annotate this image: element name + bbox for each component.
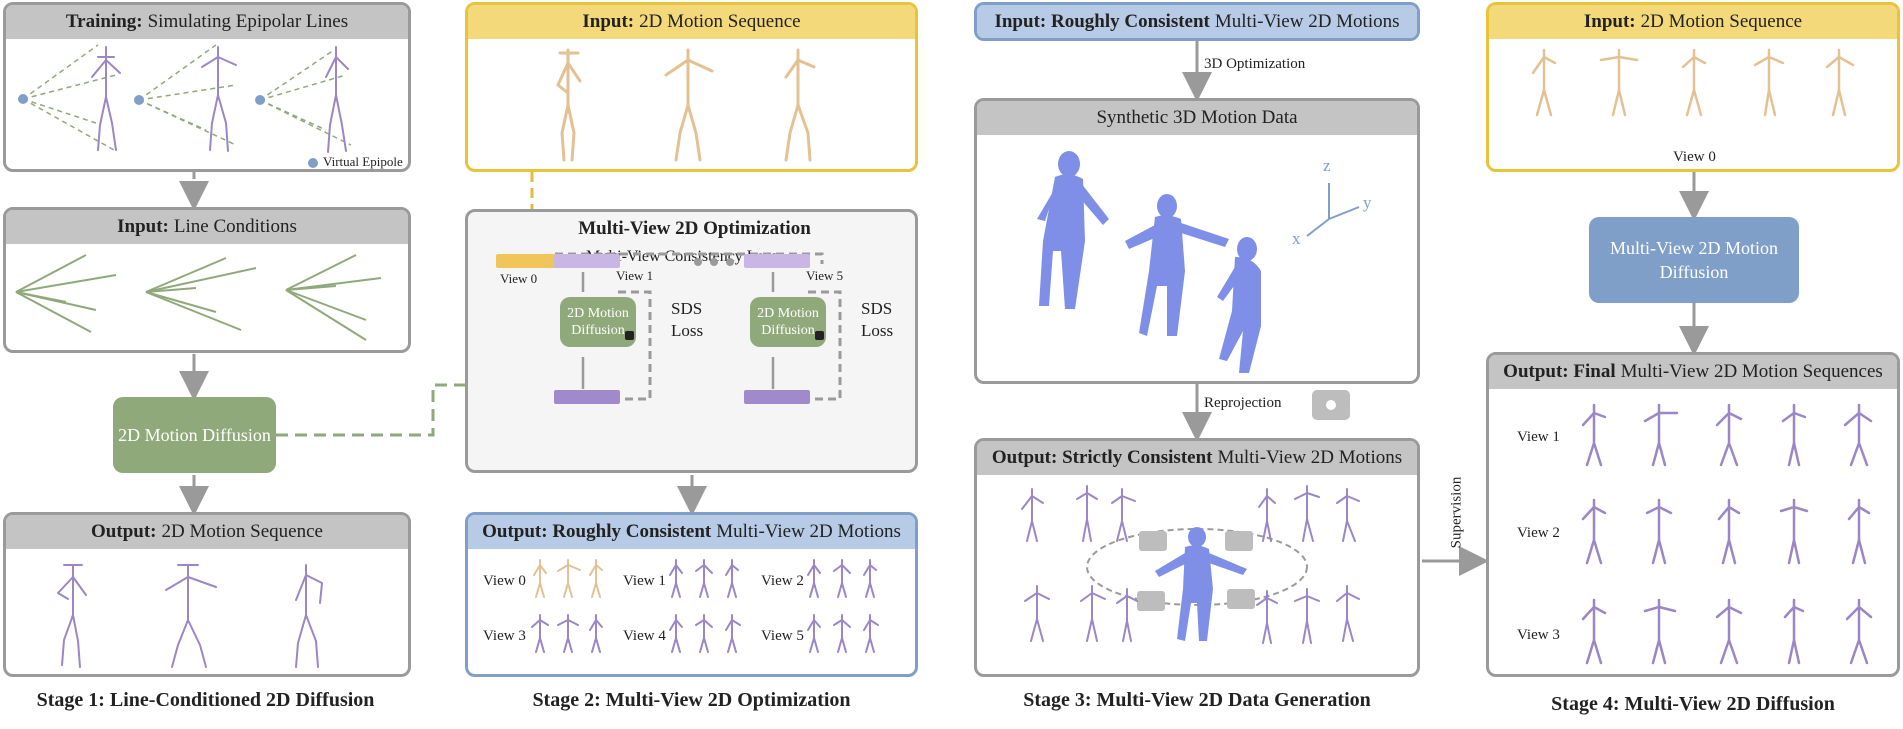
training-header: Training:Simulating Epipolar Lines: [6, 5, 408, 39]
view1-bar: [554, 254, 620, 268]
stage3-caption: Stage 3: Multi-View 2D Data Generation: [1023, 689, 1371, 711]
stage2-input-header-text: 2D Motion Sequence: [639, 11, 801, 32]
stage4-view3-label: View 3: [1517, 627, 1560, 643]
view5-output-bar: [744, 390, 810, 404]
stage3-output-illustration: [1021, 485, 1360, 644]
view1-output-bar: [554, 390, 620, 404]
view0-label: View 0: [500, 271, 538, 286]
stage2-view3-label: View 3: [483, 628, 526, 644]
reprojection-label: Reprojection: [1204, 395, 1282, 411]
view1-label: View 1: [616, 268, 654, 283]
sds-loss-label-1: SDS Loss: [671, 299, 704, 340]
stage1-output-panel: Output:2D Motion Sequence: [3, 512, 411, 677]
lock-icon: [815, 331, 824, 340]
axis-y-label: y: [1363, 193, 1372, 212]
stage2-input-panel: Input:2D Motion Sequence: [465, 2, 918, 172]
stage4-input-header: Input:2D Motion Sequence: [1489, 5, 1897, 39]
stage4-input-header-bold: Input:: [1583, 11, 1636, 32]
stage3-input-header-bold: Input: Roughly Consistent: [994, 10, 1210, 32]
view0-bar: [496, 254, 564, 268]
stage2-caption: Stage 2: Multi-View 2D Optimization: [532, 689, 851, 711]
training-header-text: Simulating Epipolar Lines: [147, 11, 349, 32]
stage2-view1-label: View 1: [623, 573, 666, 589]
axis-z-label: z: [1323, 156, 1331, 175]
stage2-view0-label: View 0: [483, 573, 526, 589]
stage4-caption: Stage 4: Multi-View 2D Diffusion: [1551, 693, 1835, 715]
virtual-epipole-label: Virtual Epipole: [323, 154, 403, 169]
stage4-input-panel: Input:2D Motion Sequence View 0: [1486, 2, 1900, 172]
training-header-bold: Training:: [65, 11, 143, 32]
motion-diffusion-label-view5: 2D Motion Diffusion: [757, 306, 819, 338]
stage4-output-skeletons: [1581, 403, 1873, 665]
motion-diffusion-box-view5: 2D Motion Diffusion: [750, 297, 826, 347]
motion-diffusion-box-view1: 2D Motion Diffusion: [560, 297, 636, 347]
synthetic-3d-meshes: [1037, 151, 1360, 373]
view5-label: View 5: [806, 268, 844, 283]
stage2-view2-label: View 2: [761, 573, 804, 589]
multiview-optimization-panel: Multi-View 2D Optimization Multi-View Co…: [465, 209, 918, 473]
stage2-output-header-text: Multi-View 2D Motions: [716, 521, 901, 542]
line-conditions-header: Input:Line Conditions: [6, 210, 408, 244]
stage1-output-skeletons: [57, 564, 323, 668]
stage4-input-header-text: 2D Motion Sequence: [1640, 11, 1803, 32]
stage4-view0-label: View 0: [1673, 149, 1716, 165]
epipolar-lines-illustration: [18, 44, 352, 168]
supervision-label: Supervision: [1448, 476, 1465, 549]
optimization-3d-label: 3D Optimization: [1204, 56, 1306, 72]
stage4-view1-label: View 1: [1517, 429, 1560, 445]
stage3-output-header-text: Multi-View 2D Motions: [1217, 447, 1403, 468]
stage1-output-header-bold: Output:: [91, 521, 157, 542]
stage3-input-header-text: Multi-View 2D Motions: [1214, 10, 1400, 32]
stage1-output-header-text: 2D Motion Sequence: [161, 521, 323, 542]
stage2-input-header: Input:2D Motion Sequence: [468, 5, 915, 39]
motion-diffusion-label-view1: 2D Motion Diffusion: [567, 306, 629, 338]
stage2-output-header-bold: Output: Roughly Consistent: [482, 521, 712, 542]
stage2-view5-label: View 5: [761, 628, 804, 644]
axis-x-label: x: [1292, 229, 1301, 248]
stage2-input-header-bold: Input:: [582, 11, 635, 32]
motion-diffusion-box-stage1: 2D Motion Diffusion: [113, 397, 276, 473]
stage2-input-skeletons: [556, 48, 816, 162]
view5-bar: [744, 254, 810, 268]
synthetic-3d-header: Synthetic 3D Motion Data: [977, 101, 1417, 135]
stage4-output-header-bold: Output: Final: [1503, 361, 1616, 382]
optimization-flow: [536, 252, 842, 401]
stage2-output-skeletons: [531, 559, 879, 653]
optimization-title: Multi-View 2D Optimization: [578, 218, 811, 239]
multiview-diffusion-box: Multi-View 2D Motion Diffusion: [1589, 217, 1799, 303]
training-panel: Training:Simulating Epipolar Lines Virtu…: [3, 2, 411, 172]
stage3-output-header-bold: Output: Strictly Consistent: [991, 447, 1213, 468]
line-conditions-illustration: [15, 254, 382, 341]
line-conditions-panel: Input:Line Conditions: [3, 207, 411, 353]
line-conditions-header-text: Line Conditions: [173, 216, 297, 237]
lock-icon: [625, 331, 634, 340]
stage4-output-header-text: Multi-View 2D Motion Sequences: [1620, 361, 1883, 382]
camera-icon: [1312, 390, 1350, 420]
stage2-view4-label: View 4: [623, 628, 666, 644]
line-conditions-header-bold: Input:: [117, 216, 169, 237]
sds-loss-label-2: SDS Loss: [861, 299, 894, 340]
synthetic-3d-panel: Synthetic 3D Motion Data z y x: [974, 98, 1420, 384]
stage4-input-skeletons: [1531, 48, 1855, 117]
stage4-view2-label: View 2: [1517, 525, 1560, 541]
stage1-caption: Stage 1: Line-Conditioned 2D Diffusion: [36, 689, 375, 711]
supervision-label-wrap: Supervision: [1442, 470, 1472, 560]
stage1-output-header: Output:2D Motion Sequence: [6, 515, 408, 549]
